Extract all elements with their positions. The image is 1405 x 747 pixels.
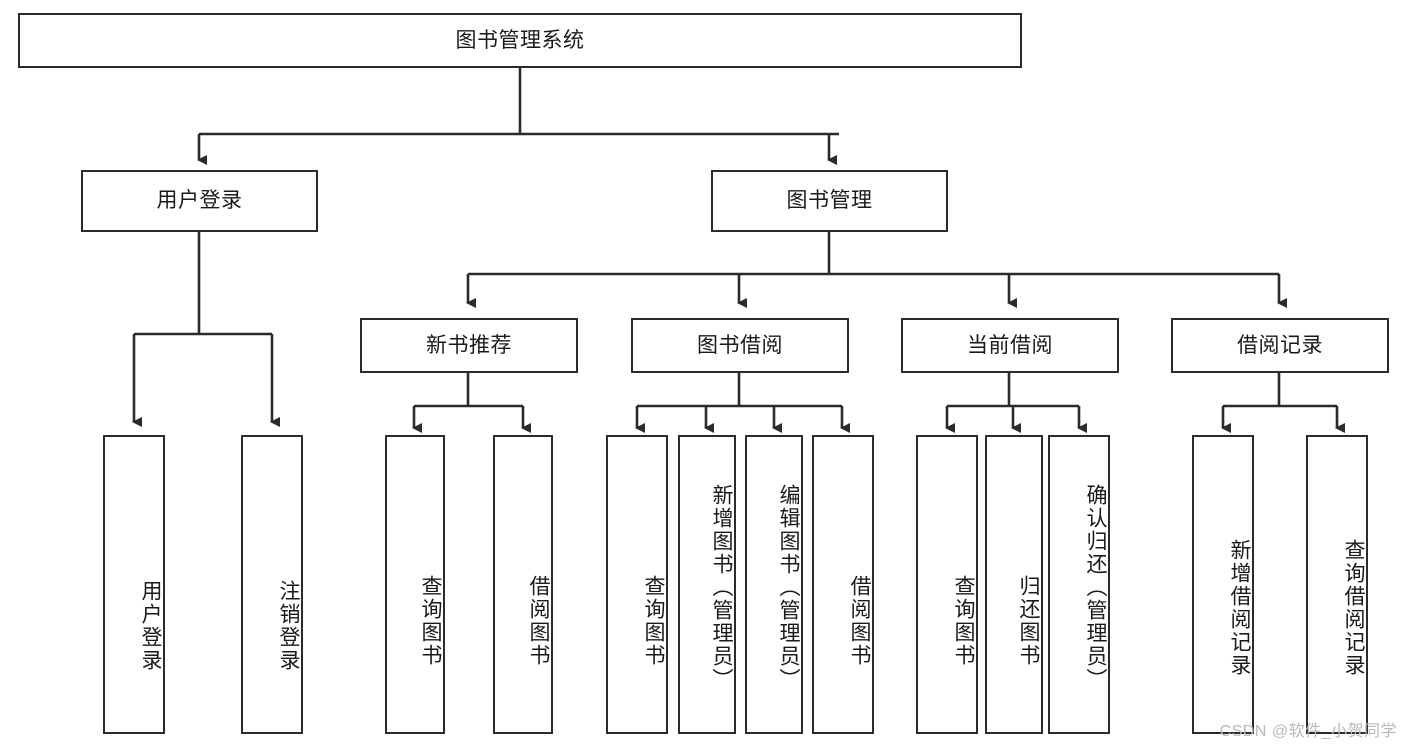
leaf-br-query-record-label: 查询借阅记录 <box>1342 538 1365 677</box>
leaf-logout-label: 注销登录 <box>277 579 300 672</box>
leaf-bb-query-book-label: 查询图书 <box>642 574 665 667</box>
node-book-management-label: 图书管理 <box>786 189 873 213</box>
leaf-bb-edit-book[interactable]: 编辑图书（管理员） <box>745 435 803 734</box>
node-user-login[interactable]: 用户登录 <box>81 170 318 232</box>
leaf-bb-edit-book-label: 编辑图书（管理员） <box>777 484 800 691</box>
leaf-bb-borrow-book[interactable]: 借阅图书 <box>812 435 874 734</box>
leaf-cb-query-book-label: 查询图书 <box>952 574 975 667</box>
node-new-book-recommend[interactable]: 新书推荐 <box>360 318 578 373</box>
leaf-cb-return-book[interactable]: 归还图书 <box>985 435 1043 734</box>
node-current-borrow-label: 当前借阅 <box>967 333 1053 357</box>
node-user-login-label: 用户登录 <box>156 189 243 213</box>
leaf-br-query-record[interactable]: 查询借阅记录 <box>1306 435 1368 734</box>
leaf-user-login[interactable]: 用户登录 <box>103 435 165 734</box>
node-root-label: 图书管理系统 <box>455 28 585 52</box>
leaf-bb-query-book[interactable]: 查询图书 <box>606 435 668 734</box>
leaf-nb-query-book-label: 查询图书 <box>419 574 442 667</box>
leaf-nb-borrow-book[interactable]: 借阅图书 <box>493 435 553 734</box>
node-borrow-record-label: 借阅记录 <box>1237 333 1323 357</box>
node-book-management[interactable]: 图书管理 <box>711 170 948 232</box>
node-borrow-record[interactable]: 借阅记录 <box>1171 318 1389 373</box>
leaf-cb-query-book[interactable]: 查询图书 <box>916 435 978 734</box>
leaf-nb-borrow-book-label: 借阅图书 <box>527 574 550 667</box>
leaf-br-add-record-label: 新增借阅记录 <box>1228 538 1251 677</box>
leaf-cb-return-book-label: 归还图书 <box>1017 574 1040 667</box>
leaf-cb-confirm-return-label: 确认归还（管理员） <box>1084 484 1107 691</box>
leaf-user-login-label: 用户登录 <box>139 579 162 672</box>
leaf-cb-confirm-return[interactable]: 确认归还（管理员） <box>1048 435 1110 734</box>
node-book-borrow-label: 图书借阅 <box>697 333 783 357</box>
leaf-logout[interactable]: 注销登录 <box>241 435 303 734</box>
node-book-borrow[interactable]: 图书借阅 <box>631 318 849 373</box>
node-new-book-recommend-label: 新书推荐 <box>426 333 512 357</box>
node-current-borrow[interactable]: 当前借阅 <box>901 318 1119 373</box>
node-root[interactable]: 图书管理系统 <box>18 13 1022 68</box>
leaf-bb-add-book[interactable]: 新增图书（管理员） <box>678 435 736 734</box>
leaf-bb-borrow-book-label: 借阅图书 <box>848 574 871 667</box>
leaf-bb-add-book-label: 新增图书（管理员） <box>710 484 733 691</box>
leaf-nb-query-book[interactable]: 查询图书 <box>385 435 445 734</box>
leaf-br-add-record[interactable]: 新增借阅记录 <box>1192 435 1254 734</box>
